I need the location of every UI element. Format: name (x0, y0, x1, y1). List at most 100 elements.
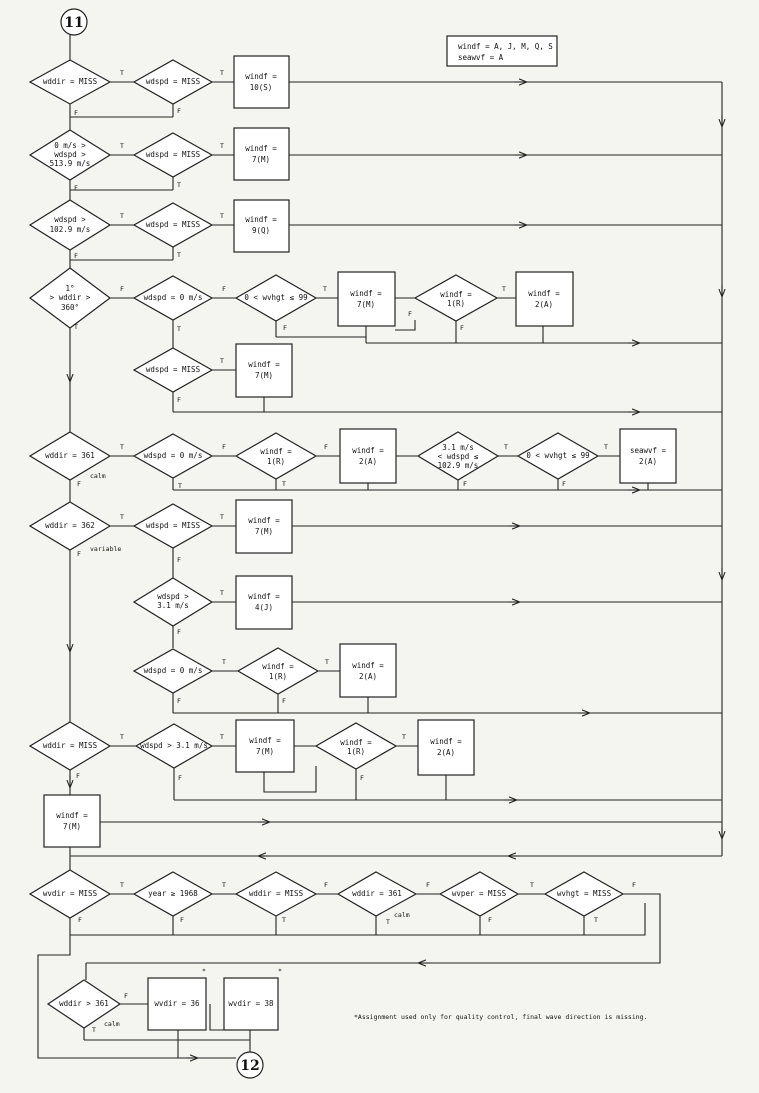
edge (263, 766, 317, 793)
branch-labels: T T F F T T T F T T T F F T F T F T F F … (74, 69, 636, 1034)
process-windf-7m: windf =7(M) (235, 343, 293, 398)
false-label: F (77, 480, 81, 488)
false-label: F (124, 992, 128, 1000)
end-connector-label: 12 (240, 1058, 259, 1074)
true-label: T (402, 733, 406, 741)
true-label: T (604, 443, 608, 451)
svg-text:wddir = MISS: wddir = MISS (249, 889, 304, 898)
true-label: T (220, 69, 224, 77)
true-label: T (177, 251, 181, 259)
decision-wdspd-zero: wdspd = 0 m/s (132, 275, 214, 321)
svg-text:wvdir = MISS: wvdir = MISS (43, 889, 98, 898)
svg-text:1°> wddir >360°: 1°> wddir >360° (50, 284, 91, 312)
true-label: T (120, 142, 124, 150)
false-label: F (78, 916, 82, 924)
decision-wddir-361: wddir = 361 (336, 871, 418, 917)
legend-box: windf = A, J, M, Q, S seawvf = A (446, 35, 558, 67)
decision-wdspd-miss: wdspd = MISS (132, 503, 214, 549)
svg-text:0 m/s >wdspd >513.9 m/s: 0 m/s >wdspd >513.9 m/s (50, 141, 91, 168)
svg-text:windf =1(R): windf =1(R) (440, 290, 472, 308)
process-windf-7m: windf =7(M) (233, 127, 290, 181)
true-label: T (220, 733, 224, 741)
process-windf-7m: windf =7(M) (235, 499, 293, 554)
true-label: T (220, 142, 224, 150)
process-windf-7m: windf =7(M) (337, 271, 396, 327)
decision-wvhgt-range: 0 < wvhgt ≤ 99 (516, 432, 600, 480)
svg-text:wvper = MISS: wvper = MISS (452, 889, 507, 898)
false-label: F (177, 697, 181, 705)
decision-wdspd-gt-3: wdspd > 3.1 m/s (134, 723, 214, 769)
decision-wvhgt-range: 0 < wvhgt ≤ 99 (234, 274, 318, 322)
svg-text:wddir = MISS: wddir = MISS (43, 741, 98, 750)
legend-line-1: windf = A, J, M, Q, S (458, 42, 553, 51)
decision-wdspd-gt-102: wdspd >102.9 m/s (28, 199, 112, 251)
true-label: T (220, 212, 224, 220)
true-label: T (120, 513, 124, 521)
false-label: F (632, 881, 636, 889)
false-label: F (177, 628, 181, 636)
asterisk-mark: * (202, 967, 206, 975)
svg-text:0 < wvhgt ≤ 99: 0 < wvhgt ≤ 99 (526, 451, 589, 460)
svg-text:wdspd = MISS: wdspd = MISS (146, 150, 201, 159)
svg-text:wvhgt = MISS: wvhgt = MISS (557, 889, 612, 898)
calm-label: calm (104, 1020, 120, 1028)
edge (395, 320, 416, 331)
false-label: F (74, 184, 78, 192)
decision-wddir-362: wddir = 362 (28, 501, 112, 551)
false-label: F (222, 443, 226, 451)
svg-text:windf =2(A): windf =2(A) (352, 661, 384, 681)
decision-wdspd-miss: wdspd = MISS (132, 202, 214, 248)
svg-text:windf =4(J): windf =4(J) (248, 592, 280, 612)
true-label: T (177, 181, 181, 189)
decision-wddir-361: wddir = 361 (28, 431, 112, 481)
false-label: F (460, 324, 464, 332)
decision-wdspd-miss: wdspd = MISS (132, 347, 214, 393)
decision-wvper-miss: wvper = MISS (438, 871, 520, 917)
false-label: F (120, 285, 124, 293)
process-windf-9q: windf =9(Q) (233, 199, 290, 253)
false-label: F (408, 310, 412, 318)
svg-text:wdspd = 0 m/s: wdspd = 0 m/s (144, 666, 203, 675)
svg-text:windf =2(A): windf =2(A) (528, 289, 560, 309)
calm-label: calm (90, 472, 106, 480)
decision-wddir-miss: wddir = MISS (28, 721, 112, 771)
decision-wdspd-miss: wdspd = MISS (132, 132, 214, 178)
svg-text:wddir > 361: wddir > 361 (59, 999, 109, 1008)
process-windf-2a: windf =2(A) (515, 271, 574, 327)
decision-wdspd-zero: wdspd = 0 m/s (132, 433, 214, 479)
arrowheads (70, 82, 722, 1058)
edge (37, 935, 236, 1059)
decision-windf-1r: windf =1(R) (314, 722, 398, 770)
true-label: T (120, 69, 124, 77)
true-label: T (220, 357, 224, 365)
svg-text:windf =2(A): windf =2(A) (430, 737, 462, 757)
true-label: T (120, 733, 124, 741)
true-label: T (386, 918, 390, 926)
start-connector: 11 (60, 8, 88, 36)
true-label: T (120, 212, 124, 220)
end-connector: 12 (236, 1051, 264, 1079)
svg-text:wddir = MISS: wddir = MISS (43, 77, 98, 86)
decision-wdspd-zero: wdspd = 0 m/s (132, 648, 214, 694)
false-label: F (324, 881, 328, 889)
footnote: *Assignment used only for quality contro… (354, 1013, 648, 1021)
svg-text:windf =2(A): windf =2(A) (352, 446, 384, 466)
svg-text:wdspd = MISS: wdspd = MISS (146, 220, 201, 229)
decision-windf-1r: windf =1(R) (234, 432, 318, 480)
start-connector-label: 11 (64, 15, 83, 31)
svg-text:wddir = 361: wddir = 361 (45, 451, 95, 460)
false-label: F (76, 772, 80, 780)
decision-wvdir-miss: wvdir = MISS (28, 869, 112, 919)
false-label: F (488, 916, 492, 924)
true-label: T (178, 482, 182, 490)
svg-text:windf =7(M): windf =7(M) (249, 736, 281, 756)
decision-wdspd-gt-3: wdspd >3.1 m/s (132, 577, 214, 627)
variable-label: variable (90, 545, 121, 553)
svg-text:windf =7(M): windf =7(M) (350, 289, 382, 309)
true-label: T (74, 323, 78, 331)
svg-text:windf =1(R): windf =1(R) (260, 447, 292, 466)
svg-text:windf =7(M): windf =7(M) (56, 811, 88, 831)
true-label: T (325, 658, 329, 666)
svg-text:windf =7(M): windf =7(M) (248, 360, 280, 380)
false-label: F (283, 324, 287, 332)
